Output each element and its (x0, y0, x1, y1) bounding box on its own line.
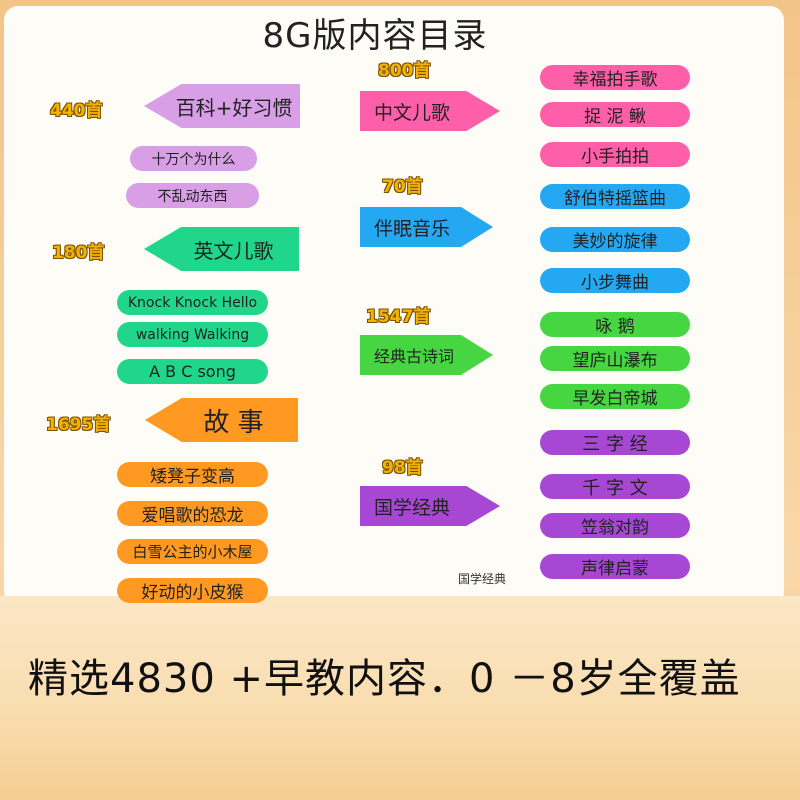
item-music-3[interactable]: 小步舞曲 (540, 268, 690, 293)
item-poem-3[interactable]: 早发白帝城 (540, 384, 690, 409)
item-baike-1[interactable]: 十万个为什么 (130, 146, 257, 171)
item-baike-2[interactable]: 不乱动东西 (126, 183, 259, 208)
item-story-3[interactable]: 白雪公主的小木屋 (117, 539, 268, 564)
bottom-band (0, 596, 800, 800)
count-chinese-songs: 800首 (378, 61, 431, 81)
item-song-3[interactable]: 小手拍拍 (540, 142, 690, 167)
item-music-2[interactable]: 美妙的旋律 (540, 227, 690, 252)
category-baike[interactable]: 百科+好习惯 (144, 84, 300, 128)
count-baike: 440首 (50, 101, 103, 121)
category-poetry[interactable]: 经典古诗词 (360, 335, 493, 375)
item-poem-2[interactable]: 望庐山瀑布 (540, 346, 690, 371)
category-english[interactable]: 英文儿歌 (144, 227, 299, 271)
classics-note: 国学经典 (458, 572, 507, 586)
count-poetry: 1547首 (366, 307, 431, 327)
item-story-2[interactable]: 爱唱歌的恐龙 (117, 501, 268, 526)
item-poem-1[interactable]: 咏 鹅 (540, 312, 690, 337)
item-story-1[interactable]: 矮凳子变高 (117, 462, 268, 487)
item-song-1[interactable]: 幸福拍手歌 (540, 65, 690, 90)
category-chinese-songs[interactable]: 中文儿歌 (360, 91, 500, 131)
item-classic-1[interactable]: 三 字 经 (540, 430, 690, 455)
item-english-1[interactable]: Knock Knock Hello (117, 290, 268, 315)
count-english: 180首 (52, 243, 105, 263)
item-music-1[interactable]: 舒伯特摇篮曲 (540, 184, 690, 209)
slogan: 精选4830 +早教内容．0 －8岁全覆盖 (28, 656, 741, 702)
count-sleep-music: 70首 (382, 177, 423, 197)
item-story-4[interactable]: 好动的小皮猴 (117, 578, 268, 603)
count-classics: 98首 (382, 458, 423, 478)
page-title: 8G版内容目录 (262, 16, 488, 56)
category-sleep-music[interactable]: 伴眠音乐 (360, 207, 493, 247)
item-classic-2[interactable]: 千 字 文 (540, 474, 690, 499)
item-english-3[interactable]: A B C song (117, 359, 268, 384)
category-story[interactable]: 故 事 (145, 398, 298, 442)
count-story: 1695首 (46, 415, 111, 435)
item-english-2[interactable]: walking Walking (117, 322, 268, 347)
item-classic-4[interactable]: 声律启蒙 (540, 554, 690, 579)
category-classics[interactable]: 国学经典 (360, 486, 500, 526)
item-classic-3[interactable]: 笠翁对韵 (540, 513, 690, 538)
item-song-2[interactable]: 捉 泥 鳅 (540, 102, 690, 127)
